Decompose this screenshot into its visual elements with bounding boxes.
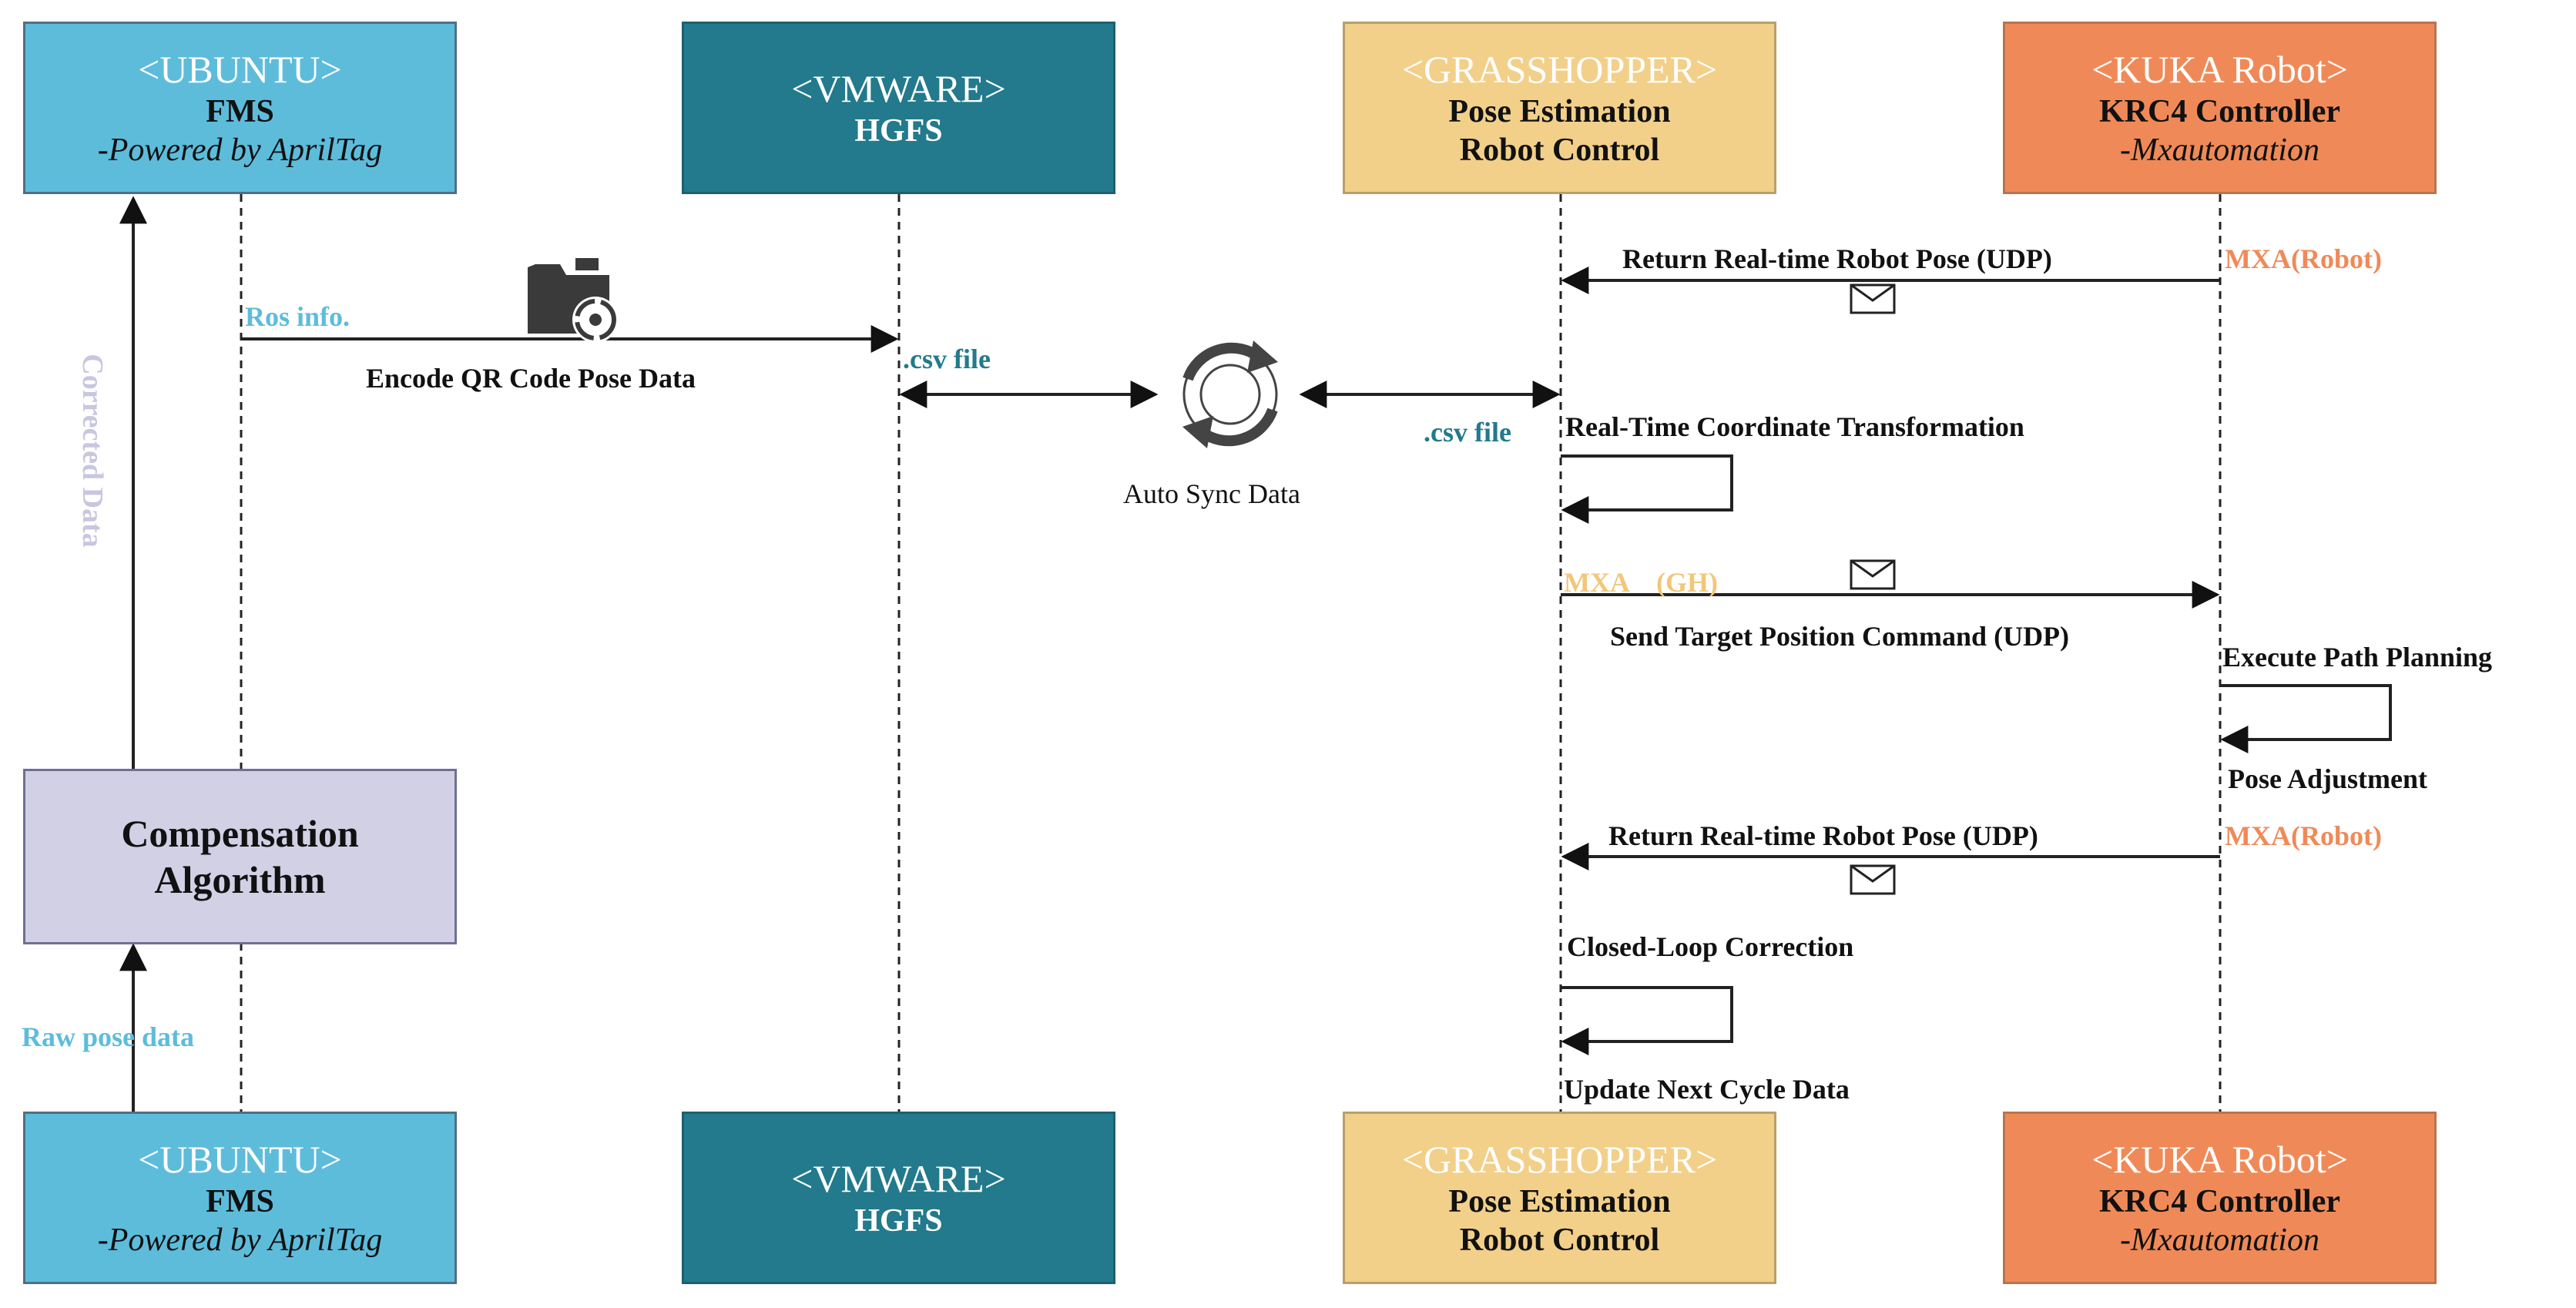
participant-stereotype: <VMWARE>	[791, 1156, 1006, 1200]
participant-stereotype: <KUKA Robot>	[2091, 1137, 2348, 1181]
participant-kuka-top: <KUKA Robot> KRC4 Controller -Mxautomati…	[2003, 22, 2437, 194]
participant-grasshopper-bottom: <GRASSHOPPER> Pose Estimation Robot Cont…	[1343, 1112, 1776, 1284]
participant-stereotype: <UBUNTU>	[138, 1137, 342, 1181]
participant-stereotype: <KUKA Robot>	[2091, 47, 2348, 91]
raw-pose-data-label: Raw pose data	[22, 1021, 195, 1052]
auto-sync-label: Auto Sync Data	[1123, 478, 1300, 509]
closed-loop-loop	[1561, 986, 1733, 1055]
compensation-line1: Compensation	[121, 812, 359, 855]
sync-cycle-icon	[1182, 340, 1278, 448]
return-pose-label-2: Return Real-time Robot Pose (UDP)	[1608, 820, 2038, 851]
ros-info-label: Ros info.	[245, 301, 351, 332]
participant-name: HGFS	[854, 1202, 943, 1239]
encode-qr-label: Encode QR Code Pose Data	[366, 363, 696, 394]
mxa-robot-label-1: MXA(Robot)	[2225, 243, 2382, 274]
path-planning-loop	[2220, 684, 2392, 753]
participant-name: KRC4 Controller	[2098, 1183, 2340, 1219]
execute-path-label: Execute Path Planning	[2222, 642, 2493, 672]
closed-loop-label: Closed-Loop Correction	[1567, 931, 1854, 962]
participant-vmware-top: <VMWARE> HGFS	[682, 22, 1115, 194]
participant-stereotype: <UBUNTU>	[138, 47, 342, 91]
participant-ubuntu-top: <UBUNTU> FMS -Powered by AprilTag	[23, 22, 457, 194]
participant-line1: Pose Estimation	[1448, 1183, 1671, 1219]
participant-line1: Pose Estimation	[1448, 93, 1671, 129]
mxa-robot-label-2: MXA(Robot)	[2225, 820, 2382, 851]
envelope-icon	[1850, 283, 1896, 314]
csv-file-label-vmware: .csv file	[903, 344, 991, 374]
participant-subtitle: -Mxautomation	[2120, 1222, 2319, 1258]
participant-subtitle: -Powered by AprilTag	[97, 1222, 383, 1258]
participant-vmware-bottom: <VMWARE> HGFS	[682, 1112, 1115, 1284]
mxa-gh-label: MXA (GH)	[1564, 567, 1718, 598]
coord-transform-label: Real-Time Coordinate Transformation	[1565, 411, 2024, 442]
participant-stereotype: <GRASSHOPPER>	[1401, 47, 1718, 91]
participant-name: HGFS	[854, 112, 943, 149]
participant-name: KRC4 Controller	[2098, 93, 2340, 129]
envelope-icon	[1850, 864, 1896, 895]
participant-ubuntu-bottom: <UBUNTU> FMS -Powered by AprilTag	[23, 1112, 457, 1284]
coord-transform-loop	[1561, 454, 1733, 524]
participant-line2: Robot Control	[1459, 132, 1660, 168]
participant-stereotype: <VMWARE>	[791, 66, 1006, 110]
envelope-icon	[1850, 559, 1896, 590]
participant-name: FMS	[206, 93, 274, 129]
send-target-label: Send Target Position Command (UDP)	[1610, 621, 2070, 652]
participant-kuka-bottom: <KUKA Robot> KRC4 Controller -Mxautomati…	[2003, 1112, 2437, 1284]
csv-file-label-grasshopper: .csv file	[1424, 417, 1511, 448]
return-pose-label-1: Return Real-time Robot Pose (UDP)	[1622, 243, 2052, 274]
participant-name: FMS	[206, 1183, 274, 1219]
corrected-data-label: Corrected Data	[76, 354, 109, 548]
folder-sync-icon	[528, 258, 619, 343]
compensation-line2: Algorithm	[154, 858, 326, 901]
participant-stereotype: <GRASSHOPPER>	[1401, 1137, 1718, 1181]
compensation-algorithm-box: Compensation Algorithm	[23, 769, 457, 944]
pose-adjustment-label: Pose Adjustment	[2228, 763, 2427, 794]
participant-grasshopper-top: <GRASSHOPPER> Pose Estimation Robot Cont…	[1343, 22, 1776, 194]
participant-subtitle: -Powered by AprilTag	[97, 132, 383, 168]
update-next-label: Update Next Cycle Data	[1564, 1074, 1850, 1105]
participant-line2: Robot Control	[1459, 1222, 1660, 1258]
participant-subtitle: -Mxautomation	[2120, 132, 2319, 168]
